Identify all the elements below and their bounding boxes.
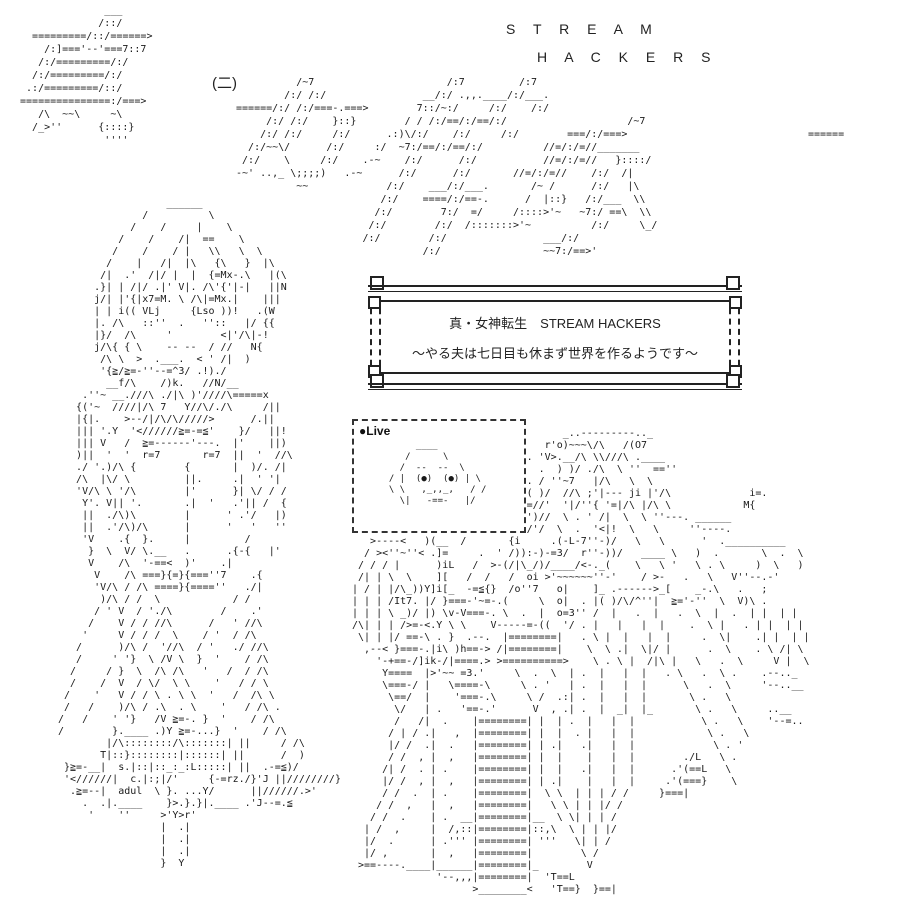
banner-right-bars xyxy=(729,298,740,376)
banner-top-rail xyxy=(368,276,742,294)
banner-rail-line xyxy=(368,383,742,390)
banner-left-bars xyxy=(370,298,381,376)
banner-corner-square xyxy=(368,296,381,309)
banner-corner-square xyxy=(726,276,740,290)
banner-subtitle: ～やる夫は七日目も休まず世界を作るようです～ xyxy=(411,346,698,361)
banner-title: 真・女神転生 STREAM HACKERS xyxy=(449,316,661,331)
live-broadcast-box: ●Live ____ / \ / -- -- \ / | (●) (●) | \… xyxy=(352,419,526,533)
live-indicator-label: ●Live xyxy=(359,424,391,438)
banner-frame: 真・女神転生 STREAM HACKERS ～やる夫は七日目も休まず世界を作るよ… xyxy=(368,276,742,392)
live-face-aa: ____ / \ / -- -- \ / | (●) (●) | \ \ \ ,… xyxy=(388,441,487,506)
banner-corner-square xyxy=(726,374,740,388)
banner-corner-square xyxy=(729,296,742,309)
banner-bottom-rail xyxy=(368,374,742,392)
hackers-caption: H A C K E R S xyxy=(537,49,718,65)
left-character-aa: ______ / \ / / | \ / / /| == \ / / / | \… xyxy=(58,198,341,869)
banner-rail-line xyxy=(368,285,742,292)
banner-box: 真・女神転生 STREAM HACKERS ～やる夫は七日目も休まず世界を作るよ… xyxy=(368,296,742,378)
title-lettering-aa: /~7 /:7 /:7 /:/ /:/ __/:/ .,,.____/:/___… xyxy=(236,77,845,257)
series-logo-aa: ___ /::/ =========/::/======> /:]==='--'… xyxy=(20,5,153,146)
right-character-aa: _..---------.._ r'o)~~~\/\ /(O7 . 'V>.__… xyxy=(352,428,810,895)
thread-counter: (二) xyxy=(212,75,237,92)
stream-caption: S T R E A M xyxy=(506,21,659,37)
